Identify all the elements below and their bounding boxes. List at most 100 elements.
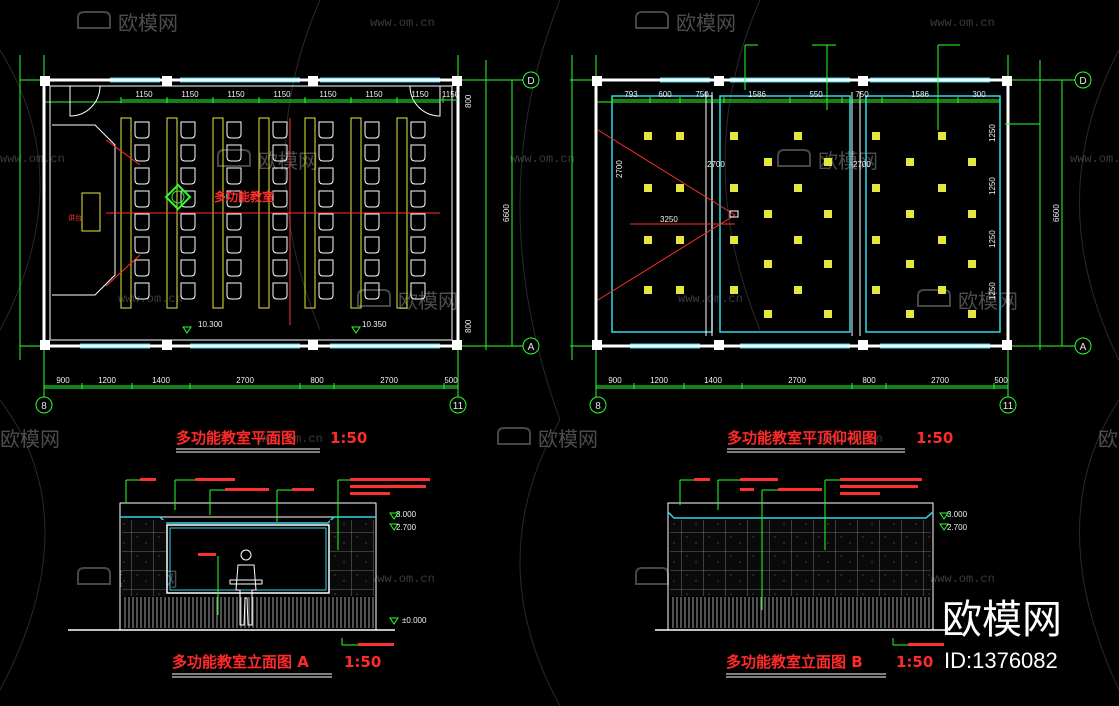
ceiling-light bbox=[938, 236, 946, 244]
plan-chair bbox=[272, 144, 288, 162]
plan-chair bbox=[134, 121, 150, 139]
plan-chair bbox=[364, 121, 380, 139]
plan-level-marks: 10.300 10.350 bbox=[182, 320, 387, 334]
plan-chair bbox=[364, 213, 380, 231]
plan-bottom-dim-label: 2700 bbox=[236, 376, 254, 385]
plan-top-dim-label: 1150 bbox=[181, 90, 199, 99]
watermark-big-brand: 欧模网 bbox=[942, 597, 1062, 643]
plan-chair bbox=[318, 259, 334, 277]
elev-b-title: 多功能教室立面图 B bbox=[726, 653, 863, 671]
ceiling-scale: 1:50 bbox=[916, 429, 953, 447]
elev-a-ceiling-trim bbox=[120, 516, 376, 524]
ceiling-top-dim-label: 300 bbox=[972, 90, 986, 99]
elev-a-wall-panel-right bbox=[330, 520, 374, 596]
ceiling-light bbox=[938, 286, 946, 294]
plan-chair bbox=[318, 144, 334, 162]
plan-chair bbox=[134, 167, 150, 185]
plan-door-right bbox=[409, 85, 441, 117]
ceiling-axis-bottom: A bbox=[1080, 342, 1087, 353]
ceiling-windows bbox=[630, 77, 990, 349]
ceiling-light bbox=[872, 236, 880, 244]
elev-a-wall-panel-left bbox=[122, 520, 166, 596]
elev-a-scale: 1:50 bbox=[344, 653, 381, 671]
plan-axis-left: 8 bbox=[41, 401, 47, 412]
ceiling-light bbox=[938, 132, 946, 140]
ceiling-axis-left: 8 bbox=[595, 401, 601, 412]
watermark-brand-2: 欧模网 bbox=[676, 11, 736, 35]
ceiling-top-dim-label: 600 bbox=[658, 90, 672, 99]
plan-chair bbox=[226, 213, 242, 231]
ceiling-light bbox=[730, 132, 738, 140]
ceiling-bottom-dim-label: 1200 bbox=[650, 376, 668, 385]
watermark-brand-1: 欧模网 bbox=[118, 11, 178, 35]
plan-wall-outline bbox=[42, 78, 460, 348]
plan-chair bbox=[180, 144, 196, 162]
ceiling-light bbox=[824, 260, 832, 268]
ceiling-top-dim-label: 793 bbox=[624, 90, 638, 99]
ceiling-title: 多功能教室平顶仰视图 bbox=[727, 429, 877, 447]
elev-a-title: 多功能教室立面图 A bbox=[172, 653, 309, 671]
watermark-url-10: www.om.cn bbox=[370, 572, 435, 586]
ceiling-light bbox=[824, 158, 832, 166]
plan-bottom-dim-label: 2700 bbox=[380, 376, 398, 385]
plan-top-dim-label: 1150 bbox=[442, 90, 460, 99]
elev-b-wainscot bbox=[670, 597, 931, 628]
ceiling-light bbox=[938, 184, 946, 192]
watermark-url-7: www.om.cn bbox=[678, 292, 743, 306]
plan-chairs bbox=[134, 121, 426, 300]
plan-level-right: 10.350 bbox=[362, 320, 387, 329]
plan-chair bbox=[364, 144, 380, 162]
ceiling-bottom-dim-label: 900 bbox=[608, 376, 622, 385]
plan-chair bbox=[180, 282, 196, 300]
ceiling-light bbox=[794, 236, 802, 244]
plan-top-dim-label: 1150 bbox=[273, 90, 291, 99]
plan-bottom-dim-label: 1400 bbox=[152, 376, 170, 385]
elev-b-level-1: 3.000 bbox=[947, 510, 968, 519]
elev-a-projection-screen bbox=[166, 524, 330, 594]
ceiling-top-dim-label: 1586 bbox=[748, 90, 766, 99]
plan-top-dim-label: 1150 bbox=[227, 90, 245, 99]
watermark-url-5: www.om.cn bbox=[1070, 152, 1119, 166]
ceiling-top-dim-label: 1586 bbox=[911, 90, 929, 99]
plan-axis-bubbles: D A 8 11 bbox=[35, 71, 540, 414]
plan-chair bbox=[226, 167, 242, 185]
ceiling-light bbox=[644, 184, 652, 192]
ceiling-axis-top: D bbox=[1079, 76, 1086, 87]
plan-chair bbox=[318, 236, 334, 254]
ceiling-axis-right: 11 bbox=[1003, 401, 1014, 412]
ceiling-bottom-dim-label: 2700 bbox=[931, 376, 949, 385]
plan-chair bbox=[410, 121, 426, 139]
plan-chair bbox=[272, 236, 288, 254]
ceiling-wall-outline bbox=[594, 78, 1010, 348]
plan-chair bbox=[226, 121, 242, 139]
plan-axis-right: 11 bbox=[453, 401, 464, 412]
ceiling-light bbox=[968, 158, 976, 166]
plan-chair bbox=[180, 213, 196, 231]
ceiling-light bbox=[968, 310, 976, 318]
plan-chair bbox=[318, 167, 334, 185]
ceiling-light bbox=[676, 132, 684, 140]
elev-a-ceiling-band bbox=[119, 502, 377, 518]
ceiling-light bbox=[644, 286, 652, 294]
plan-top-dim-label: 1150 bbox=[135, 90, 153, 99]
plan-top-dim-label: 1150 bbox=[319, 90, 337, 99]
ceiling-light bbox=[764, 158, 772, 166]
elev-a-level-3: ±0.000 bbox=[402, 616, 427, 625]
plan-chair bbox=[272, 190, 288, 208]
plan-bottom-dim-label: 500 bbox=[444, 376, 458, 385]
elev-a-person-figure bbox=[229, 549, 263, 626]
ceiling-side-dim-1: 2700 bbox=[615, 160, 624, 178]
plan-chair bbox=[134, 144, 150, 162]
plan-door-left bbox=[69, 85, 101, 117]
ceiling-top-dim-label: 750 bbox=[855, 90, 869, 99]
ceiling-panels bbox=[611, 95, 1001, 333]
plan-chair bbox=[180, 167, 196, 185]
ceiling-light bbox=[824, 310, 832, 318]
ceiling-lights bbox=[644, 132, 976, 318]
plan-chair bbox=[272, 259, 288, 277]
